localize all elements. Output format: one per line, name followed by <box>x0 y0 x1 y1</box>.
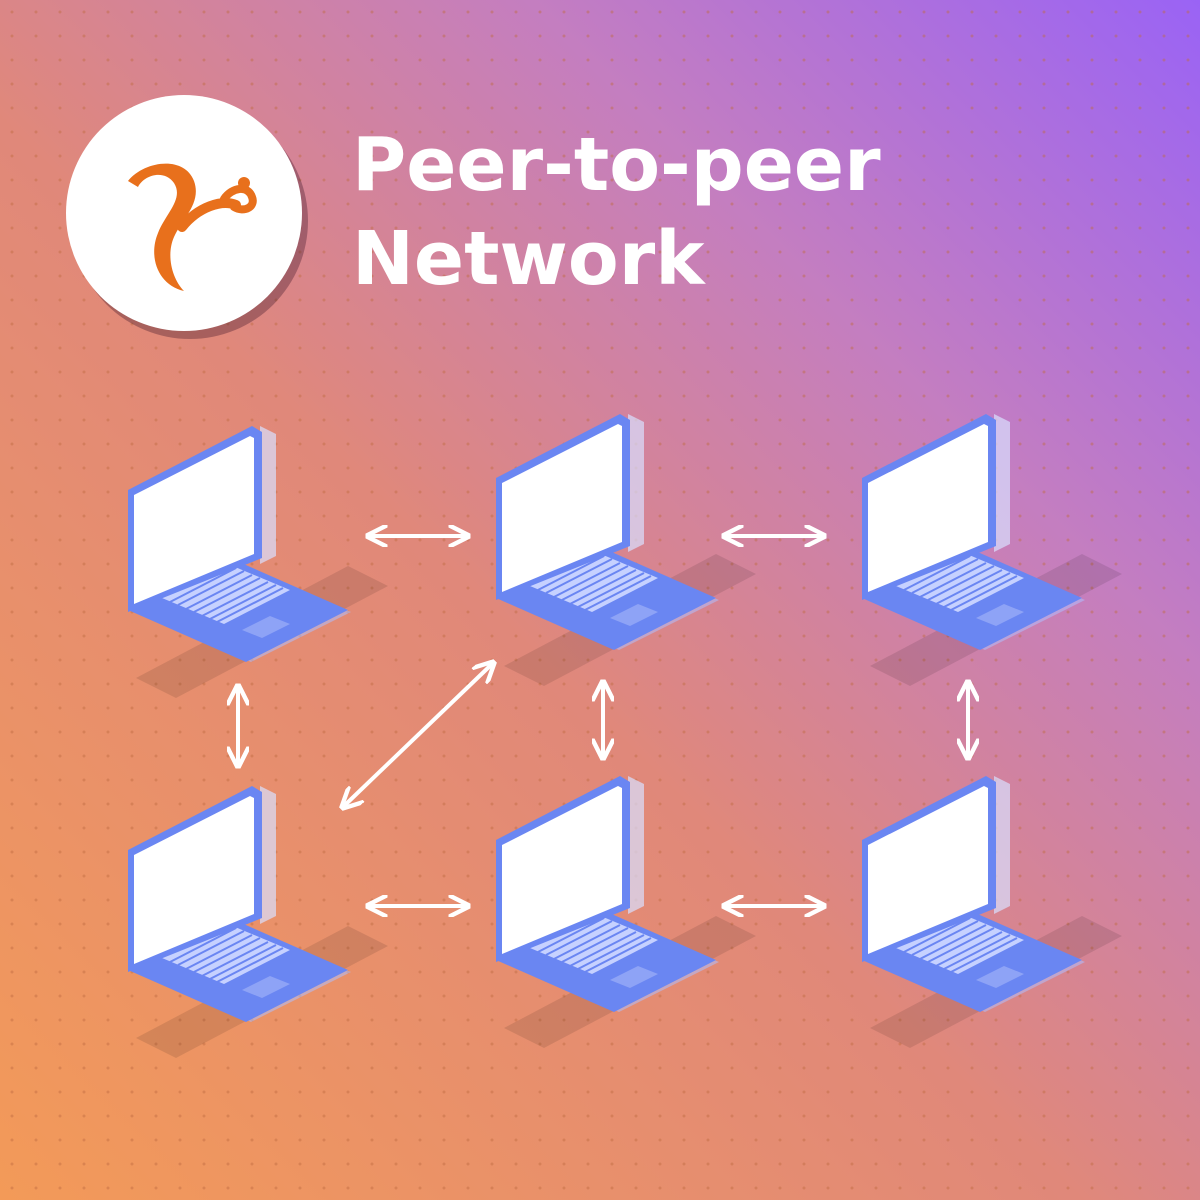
squirrel-logo-icon <box>128 163 257 291</box>
connection-arrows <box>238 536 968 906</box>
laptop-5 <box>495 775 757 1049</box>
laptop-1 <box>127 425 389 699</box>
title-line-2: Network <box>352 216 705 302</box>
laptop-nodes <box>127 413 1123 1059</box>
title-line-1: Peer-to-peer <box>352 122 881 208</box>
laptop-2 <box>495 413 757 687</box>
laptop-6 <box>861 775 1123 1049</box>
laptop-4 <box>127 785 389 1059</box>
page-title: Peer-to-peer Network <box>352 118 881 306</box>
logo-badge <box>66 95 302 331</box>
arrow-laptop-4-laptop-2 <box>344 664 492 806</box>
laptop-3 <box>861 413 1123 687</box>
